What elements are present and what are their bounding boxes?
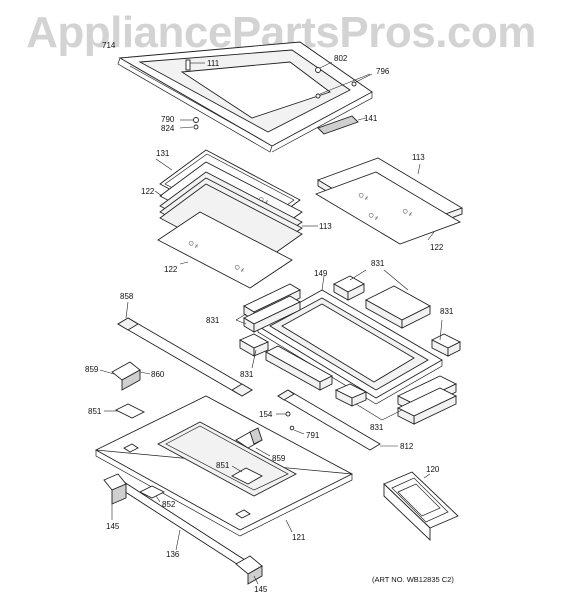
screw-154-791 [276, 411, 305, 435]
callout-852: 852 [162, 500, 176, 509]
callout-131: 131 [156, 149, 170, 158]
fastener-802 [315, 61, 333, 73]
callout-121: 121 [292, 533, 306, 542]
callout-824: 824 [161, 124, 175, 133]
glass-panel-122-lower: Ѻ ǂ Ѻ ǂ [157, 211, 293, 289]
art-number: (ART NO. WB12835 C2) [372, 575, 454, 584]
callout-145-right: 145 [254, 585, 268, 594]
callout-791: 791 [306, 431, 320, 440]
callout-812: 812 [400, 442, 414, 451]
callout-831-top: 831 [371, 259, 385, 268]
callout-831-bottom: 831 [370, 423, 384, 432]
callout-796: 796 [376, 67, 390, 76]
glass-panel-122-right: Ѻ ǂ Ѻ ǂ Ѻ ǂ [314, 171, 462, 245]
callout-831-lower-left: 831 [240, 370, 254, 379]
svg-text:Ѻ ǂ: Ѻ ǂ [401, 208, 413, 218]
svg-text:Ѻ ǂ: Ѻ ǂ [357, 192, 369, 202]
callout-851-center: 851 [216, 461, 230, 470]
svg-text:Ѻ ǂ: Ѻ ǂ [367, 212, 379, 222]
callout-113-left: 113 [319, 222, 332, 231]
callout-858: 858 [120, 292, 134, 301]
panel-pads [123, 443, 251, 519]
fastener-796 [315, 73, 373, 99]
end-cap-145-left [103, 473, 127, 520]
trim-strip-812 [277, 389, 398, 451]
callout-141: 141 [364, 114, 378, 123]
callout-790: 790 [161, 115, 175, 124]
screw-111 [185, 59, 205, 71]
callout-860: 860 [151, 370, 165, 379]
door-frame-top [117, 41, 373, 153]
fastener-790-824 [179, 117, 199, 130]
door-outer-panel-121 [95, 395, 353, 537]
callout-136: 136 [166, 550, 180, 559]
callout-122-right: 122 [430, 243, 444, 252]
insulation-blocks-831 [235, 269, 462, 425]
svg-text:Ѻ ǂ: Ѻ ǂ [187, 240, 199, 250]
svg-text:Ѻ ǂ: Ѻ ǂ [233, 264, 245, 274]
callout-831-left: 831 [206, 316, 220, 325]
callout-714: 714 [102, 41, 116, 50]
seal-strip-858 [117, 301, 253, 397]
pad-852 [138, 485, 166, 503]
callout-149: 149 [314, 269, 328, 278]
callout-154: 154 [259, 410, 273, 419]
pad-851-center [231, 465, 263, 485]
hinge-bracket-859-860 [99, 361, 151, 391]
callout-113-right: 113 [412, 153, 425, 162]
inner-frame-149 [257, 275, 443, 405]
callout-120: 120 [426, 465, 440, 474]
vent-panel-120 [383, 471, 459, 542]
hinge-bracket-859-right [235, 427, 271, 457]
bracket-141 [317, 115, 367, 135]
callout-122-upper: 122 [141, 187, 155, 196]
callout-859-left: 859 [85, 365, 99, 374]
callout-802: 802 [334, 54, 348, 63]
callout-145-left: 145 [106, 522, 120, 531]
end-cap-145-right [235, 555, 263, 585]
pad-851-left [104, 403, 146, 419]
callout-859-right: 859 [272, 454, 286, 463]
callout-851-left: 851 [88, 407, 102, 416]
callout-831-right: 831 [440, 307, 454, 316]
callout-122-lower: 122 [164, 265, 178, 274]
callout-111: 111 [207, 59, 220, 68]
glass-pack-113 [159, 171, 318, 269]
